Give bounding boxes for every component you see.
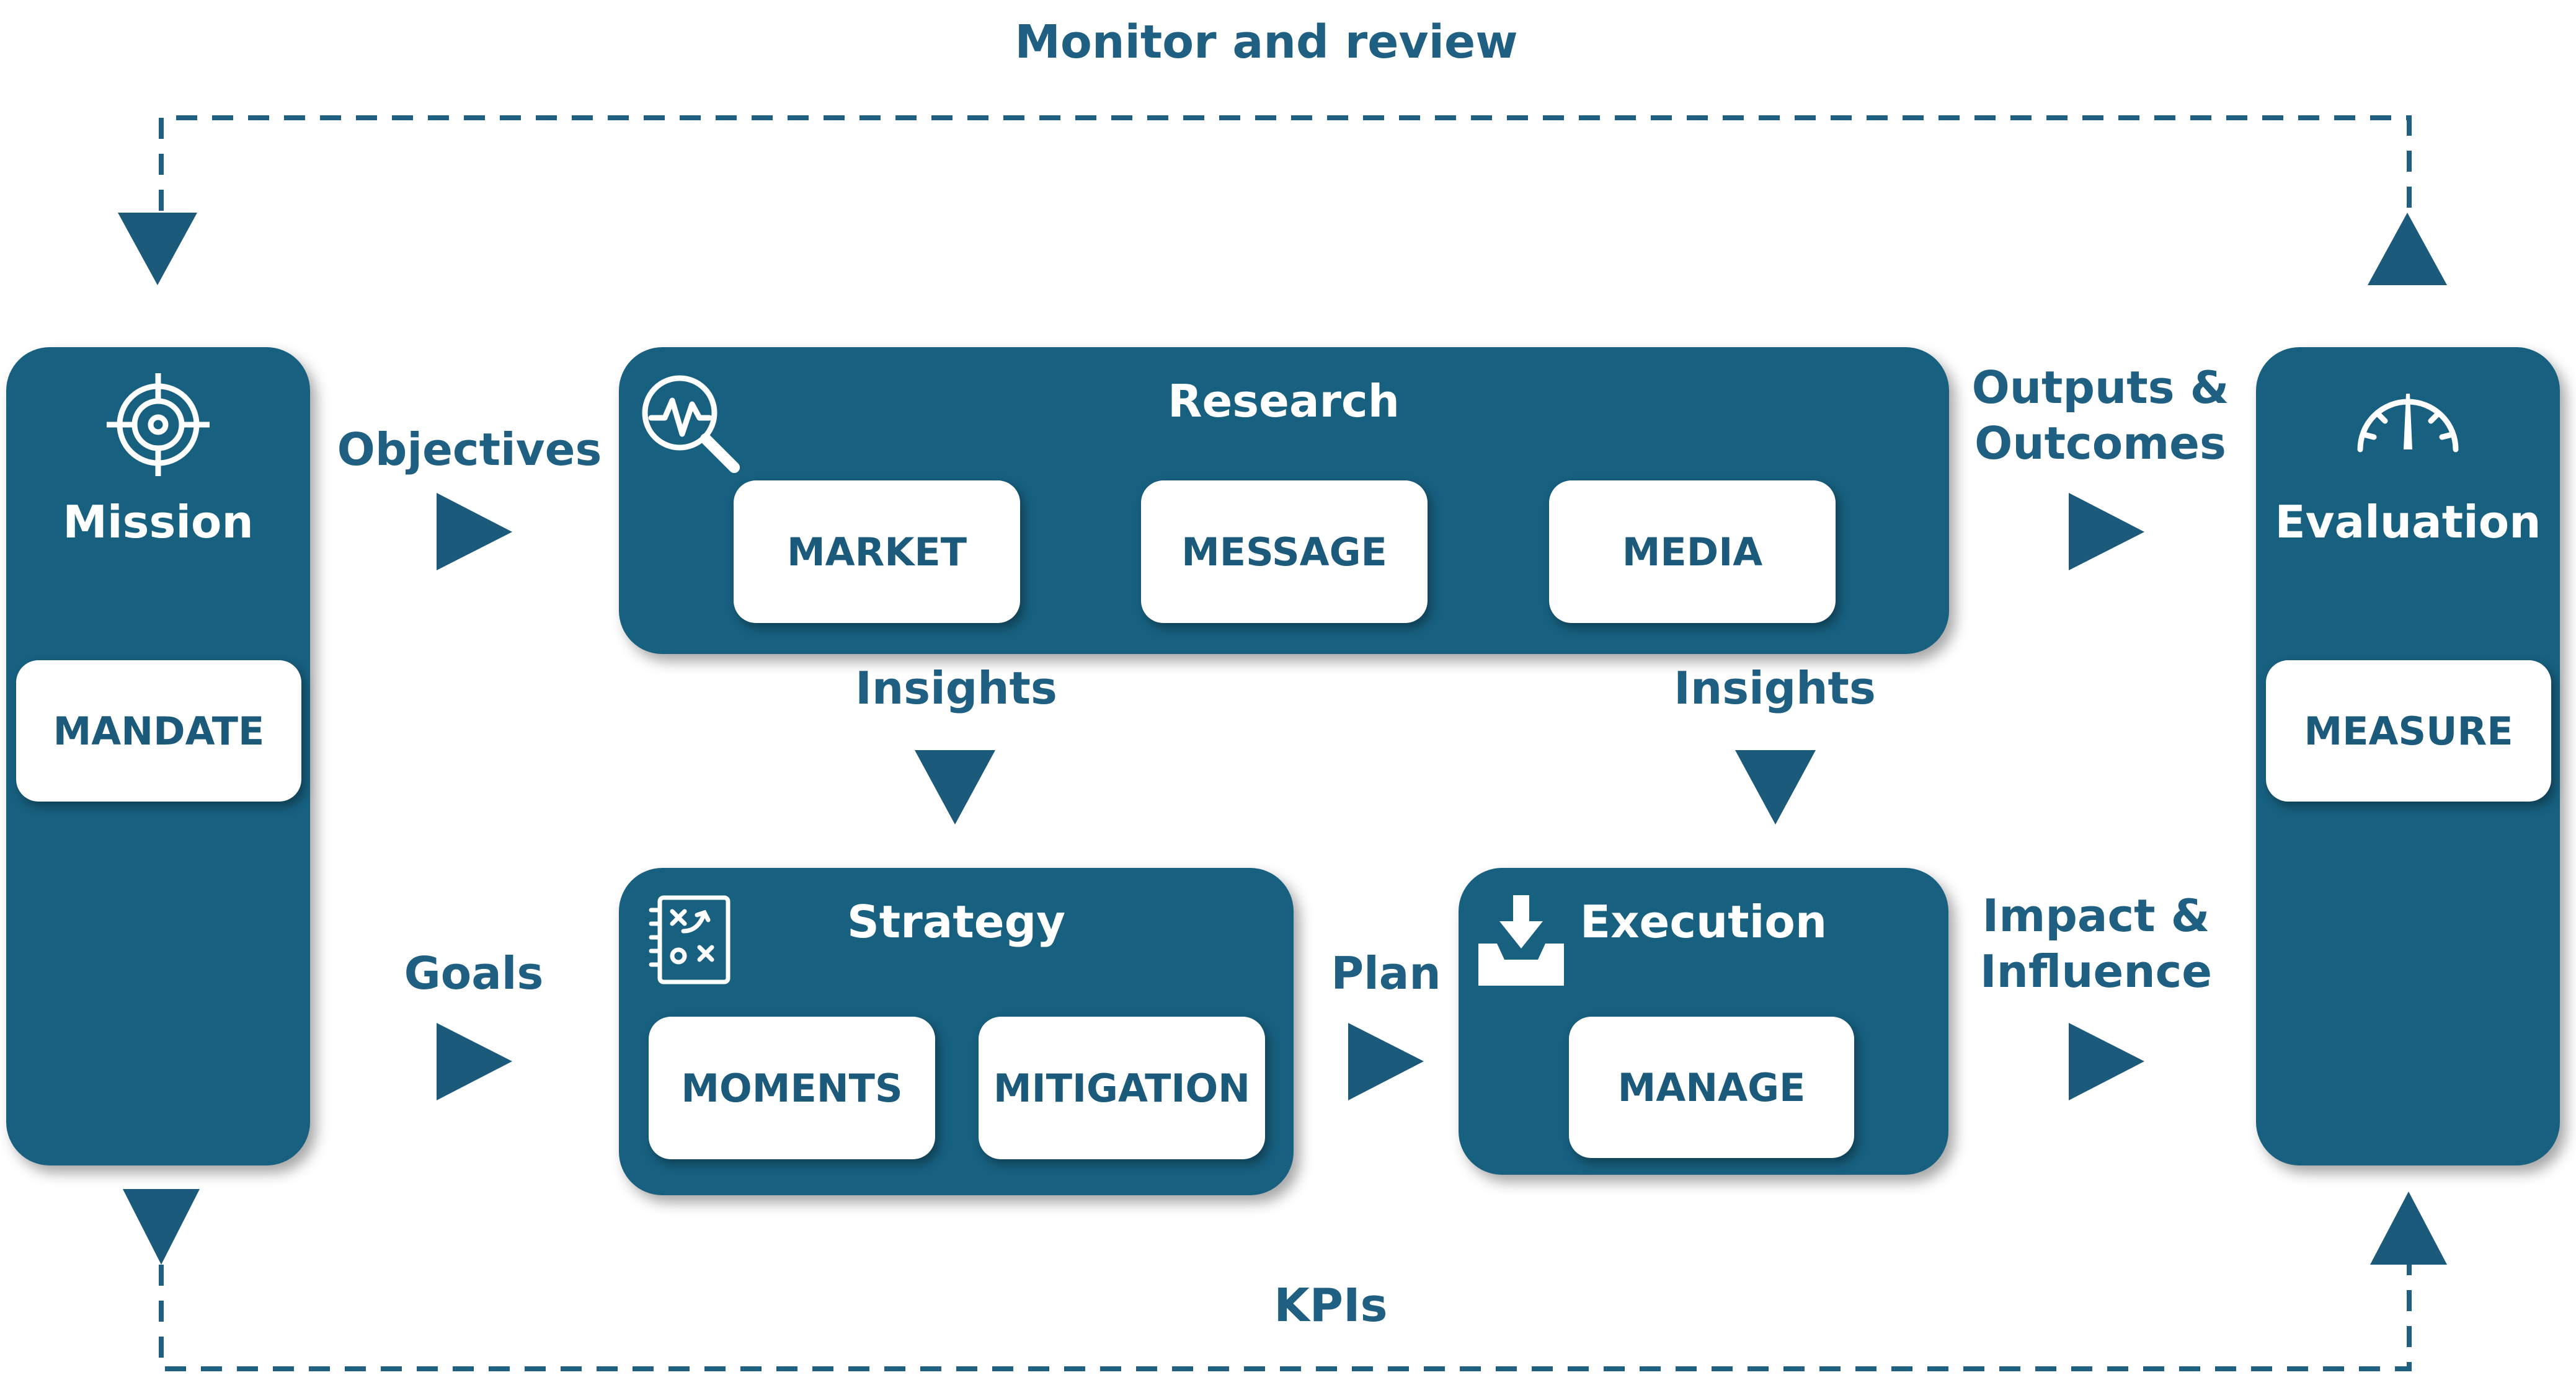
tactics-board-icon xyxy=(647,894,734,987)
evaluation-panel: Evaluation MEASURE xyxy=(2256,347,2560,1165)
target-icon xyxy=(105,372,211,477)
manage-chip: MANAGE xyxy=(1569,1017,1854,1158)
goals-arrow xyxy=(437,1023,512,1100)
execution-panel: Execution MANAGE xyxy=(1459,868,1948,1175)
mission-panel: Mission MANDATE xyxy=(6,347,310,1165)
inbox-download-icon xyxy=(1475,893,1568,992)
loop-arrow-up-kpi xyxy=(2370,1192,2447,1265)
moments-chip: MOMENTS xyxy=(649,1017,935,1159)
analytics-magnifier-icon xyxy=(635,366,747,477)
gauge-icon xyxy=(2349,381,2467,456)
kpis-label: KPIs xyxy=(1274,1279,1388,1332)
monitor-review-loop-line xyxy=(159,115,2412,211)
impact-arrow xyxy=(2069,1023,2144,1100)
loop-arrow-down-mission xyxy=(118,213,197,285)
outputs-line: Outputs & xyxy=(1971,361,2229,413)
monitor-review-label: Monitor and review xyxy=(1015,15,1518,69)
insights-left-label: Insights xyxy=(855,662,1057,714)
insights-right-arrow xyxy=(1735,750,1816,825)
execution-title: Execution xyxy=(1579,896,1828,948)
goals-label: Goals xyxy=(404,947,544,999)
impact-line: Impact & xyxy=(1982,890,2210,942)
media-chip: MEDIA xyxy=(1549,480,1836,623)
objectives-arrow xyxy=(437,493,512,570)
outcomes-line: Outcomes xyxy=(1974,417,2226,469)
plan-arrow xyxy=(1348,1023,1424,1100)
market-chip: MARKET xyxy=(734,480,1020,623)
measure-chip: MEASURE xyxy=(2266,660,2551,802)
insights-right-label: Insights xyxy=(1674,662,1876,714)
strategy-panel: Strategy MOMENTS MITIGATION xyxy=(619,868,1294,1195)
insights-left-arrow xyxy=(915,750,995,825)
outputs-outcomes-label: Outputs & Outcomes xyxy=(1972,360,2229,471)
outputs-arrow xyxy=(2069,493,2144,570)
research-title: Research xyxy=(1168,375,1400,427)
impact-influence-label: Impact & Influence xyxy=(1980,888,2212,999)
evaluation-title: Evaluation xyxy=(2275,496,2541,548)
strategy-title: Strategy xyxy=(846,896,1066,948)
plan-label: Plan xyxy=(1331,947,1441,999)
influence-line: Influence xyxy=(1979,945,2213,997)
mandate-chip: MANDATE xyxy=(16,660,301,802)
message-chip: MESSAGE xyxy=(1141,480,1428,623)
research-panel: Research MARKET MESSAGE MEDIA xyxy=(619,347,1949,654)
mitigation-chip: MITIGATION xyxy=(979,1017,1265,1159)
kpi-loop-line xyxy=(159,1265,2412,1371)
objectives-label: Objectives xyxy=(337,423,602,475)
loop-arrow-down-kpi xyxy=(123,1189,200,1265)
loop-arrow-up-evaluation xyxy=(2368,213,2447,285)
mission-title: Mission xyxy=(63,496,254,548)
